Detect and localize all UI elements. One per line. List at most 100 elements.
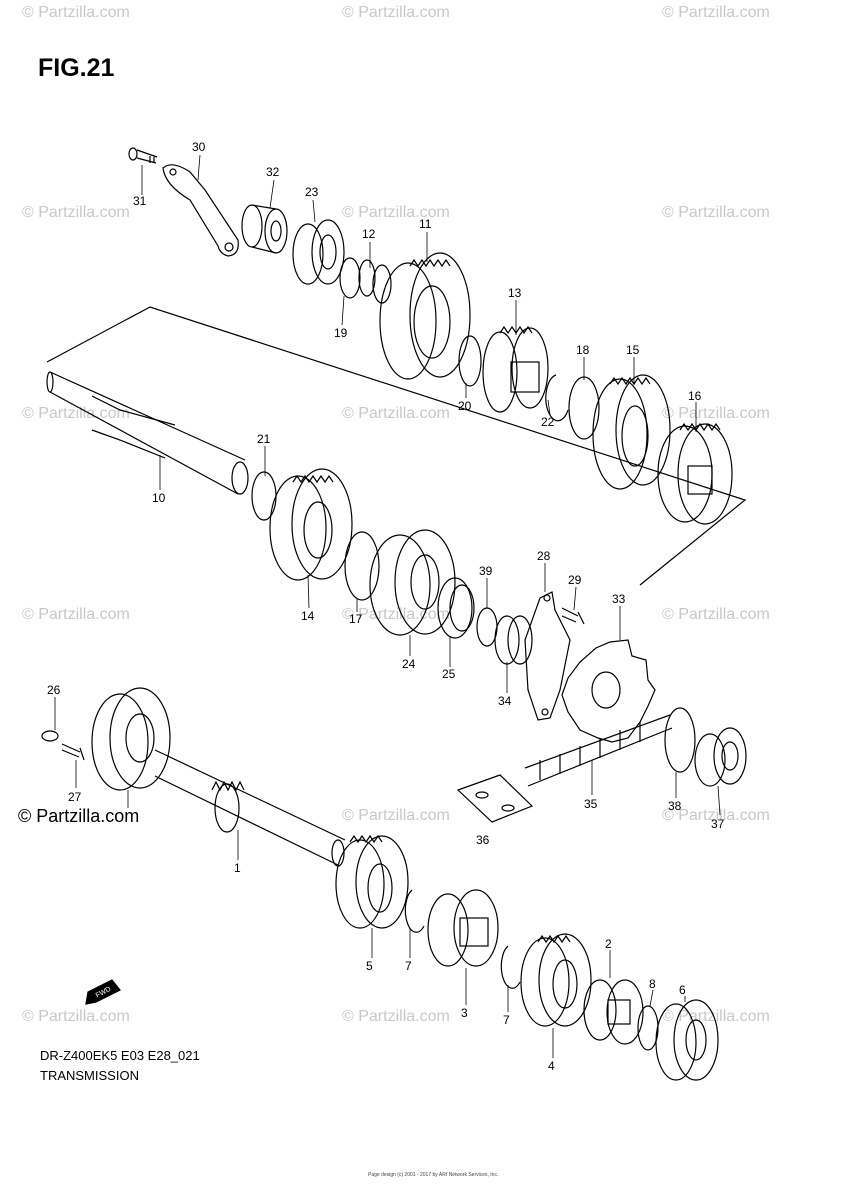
watermark: © Partzilla.com: [342, 807, 450, 824]
callout-6: 6: [679, 983, 686, 997]
callout-35: 35: [584, 797, 598, 811]
callout-14: 17: [349, 612, 363, 626]
callout-1: 1: [234, 861, 241, 875]
group-outline: [46, 306, 747, 586]
callout-18: 18: [576, 343, 590, 357]
part-6-bearing: [655, 999, 719, 1081]
part-32-collar: [241, 204, 288, 254]
part-15-gear: [592, 374, 671, 490]
leader-lines: [54, 154, 721, 1058]
copyright-small-print: Page design (c) 2001 - 2017 by ARI Netwo…: [368, 1172, 499, 1178]
callout-29: 29: [568, 573, 582, 587]
part-27-bolt: [61, 743, 85, 761]
part-22-bearing: [369, 529, 456, 636]
callout-39: 39: [479, 564, 493, 578]
part-19-washer: [339, 257, 361, 299]
part-10-countershaft: [46, 371, 249, 495]
callout-22: 24: [402, 657, 416, 671]
part-23-oil-seal: [437, 577, 475, 639]
callout-30: 30: [192, 140, 206, 154]
part-29-bolt: [561, 607, 585, 625]
callout-25: 23: [305, 185, 319, 199]
watermark: © Partzilla.com: [342, 606, 450, 623]
watermark: © Partzilla.com: [342, 1008, 450, 1025]
callout-5: 5: [366, 959, 373, 973]
part-35-chain: [524, 714, 673, 787]
watermark: © Partzilla.com: [22, 1008, 130, 1025]
part-31-pin: [128, 147, 158, 164]
callout-15: 15: [626, 343, 640, 357]
callout-26: 26: [47, 683, 61, 697]
part-37-spacer: [694, 727, 747, 787]
callout-13: 14: [301, 609, 315, 623]
callout-32: 32: [266, 165, 280, 179]
callout-31: 31: [133, 194, 147, 208]
part-14-washer: [344, 531, 380, 601]
part-3-gear: [427, 889, 499, 967]
callout-23: 25: [442, 667, 456, 681]
callout-7: 7: [503, 1013, 510, 1027]
callout-2: 2: [605, 937, 612, 951]
watermark: © Partzilla.com: [662, 4, 770, 21]
watermark: © Partzilla.com: [22, 405, 130, 422]
part-18-washer: [568, 376, 600, 440]
part-8-circlip: [637, 1005, 659, 1051]
watermark: © Partzilla.com: [662, 606, 770, 623]
part-12-bushing: [358, 259, 392, 304]
watermark: © Partzilla.com: [22, 606, 130, 623]
part-5-gear: [335, 834, 409, 929]
part-1-mainshaft: [154, 749, 346, 867]
part-26-washer: [41, 730, 59, 742]
callout-3: 3: [461, 1006, 468, 1020]
callout-28: 28: [537, 549, 551, 563]
part-7-circlip: [404, 889, 425, 933]
partzilla-logo: © Partzilla.com: [18, 806, 140, 826]
part-16-gear: [657, 422, 733, 525]
part-13-gear: [269, 468, 353, 581]
part-17-gear: [482, 325, 549, 413]
watermark: © Partzilla.com: [662, 204, 770, 221]
watermark: © Partzilla.com: [22, 204, 130, 221]
callout-36: 36: [476, 833, 490, 847]
callout-24: 22: [541, 415, 555, 429]
watermark: © Partzilla.com: [22, 4, 130, 21]
part-24-circlip: [545, 374, 569, 422]
fwd-arrow-icon: [85, 979, 121, 1005]
part-28-plate: [524, 591, 571, 721]
part-11-gear: [379, 252, 471, 380]
watermark: © Partzilla.com: [662, 405, 770, 422]
figure-title: FIG.21: [38, 54, 115, 82]
part-9-bearing: [91, 687, 171, 791]
callout-21: 21: [257, 432, 271, 446]
callout-16: 16: [688, 389, 702, 403]
callout-38: 38: [668, 799, 682, 813]
watermark: © Partzilla.com: [662, 807, 770, 824]
callout-33: 33: [612, 592, 626, 606]
part-21-washer: [251, 471, 277, 521]
watermark: © Partzilla.com: [342, 405, 450, 422]
callout-8: 8: [649, 977, 656, 991]
callout-4: 4: [548, 1059, 555, 1073]
part-4-gear: [520, 933, 592, 1027]
callout-17: 13: [508, 286, 522, 300]
part-7-circlip: [500, 945, 521, 989]
callout-11: 11: [419, 217, 432, 231]
callout-20: 20: [458, 399, 472, 413]
callout-10: 10: [152, 491, 166, 505]
part-38-washer: [664, 707, 696, 773]
part-25-bearing: [292, 219, 345, 285]
callout-19: 19: [334, 326, 348, 340]
callout-27: 27: [68, 790, 82, 804]
part-33-sprocket: [561, 639, 656, 743]
part-39-o-ring: [476, 607, 498, 647]
callout-12: 12: [362, 227, 376, 241]
part-36-joint: [456, 774, 534, 823]
model-code: DR-Z400EK5 E03 E28_021: [40, 1048, 200, 1063]
callout-37: 37: [711, 817, 725, 831]
watermark: © Partzilla.com: [342, 4, 450, 21]
callout-34: 34: [498, 694, 512, 708]
watermark: © Partzilla.com: [342, 204, 450, 221]
part-20-washer: [458, 335, 482, 387]
part-2-gear: [583, 979, 644, 1045]
